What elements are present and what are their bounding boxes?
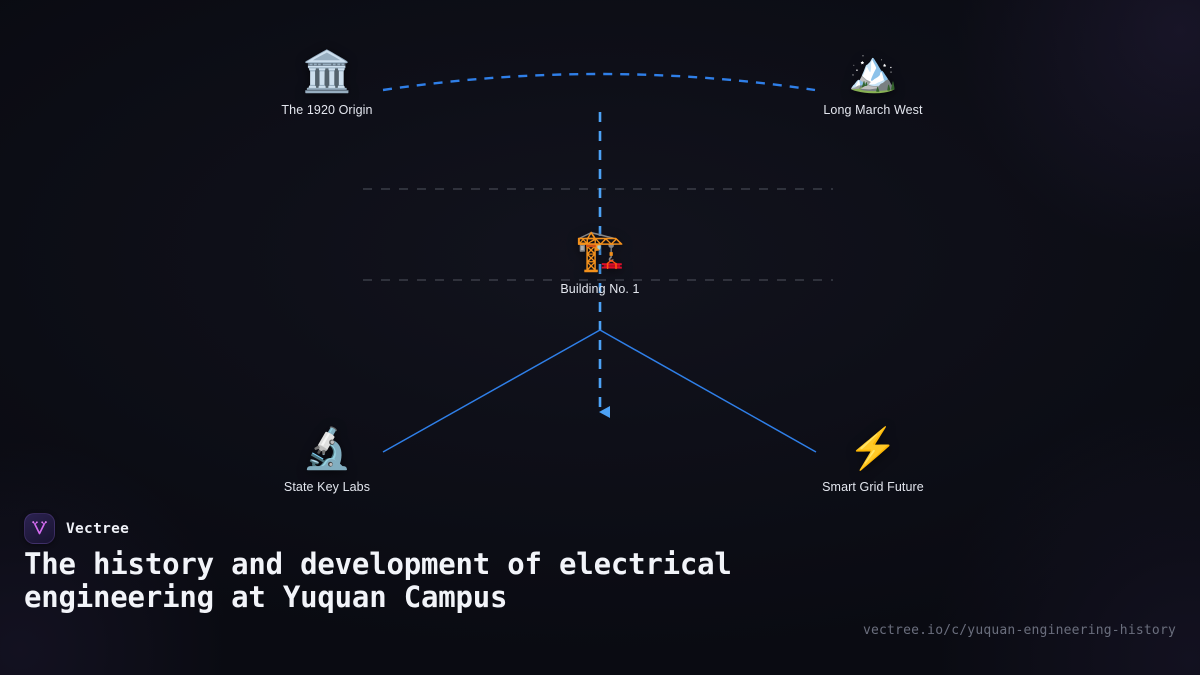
edge-building1-to-labs: [382, 329, 601, 453]
microscope-icon: 🔬: [302, 427, 352, 471]
graph-node-origin[interactable]: 🏛️ The 1920 Origin: [247, 48, 407, 118]
graph-node-labs[interactable]: 🔬 State Key Labs: [247, 425, 407, 495]
graph-node-smartgrid[interactable]: ⚡ Smart Grid Future: [793, 425, 953, 495]
graph-node-label: Building No. 1: [560, 282, 640, 296]
graph-node-longmarch[interactable]: 🏔️ Long March West: [793, 48, 953, 118]
graph-node-label: Long March West: [823, 103, 923, 117]
classical-building-icon: 🏛️: [302, 50, 352, 94]
vectree-logo-badge: [24, 513, 55, 544]
brand-name: Vectree: [66, 520, 130, 537]
graph-node-label: State Key Labs: [283, 480, 371, 494]
share-url: vectree.io/c/yuquan-engineering-history: [862, 623, 1176, 638]
graph-node-label: The 1920 Origin: [281, 103, 373, 117]
vectree-v-tree-logo-icon: [32, 521, 47, 535]
lightning-bolt-icon: ⚡: [848, 427, 898, 471]
graph-node-building1[interactable]: 🏗️ Building No. 1: [520, 227, 680, 297]
page-title: The history and development of electrica…: [24, 547, 732, 614]
construction-crane-icon: 🏗️: [575, 229, 625, 273]
snow-mountain-icon: 🏔️: [848, 50, 898, 94]
edge-origin-to-longmarch: [382, 72, 816, 92]
graph-node-label: Smart Grid Future: [822, 480, 924, 494]
edge-building1-to-smartgrid: [599, 329, 817, 453]
brand[interactable]: Vectree: [24, 513, 129, 544]
